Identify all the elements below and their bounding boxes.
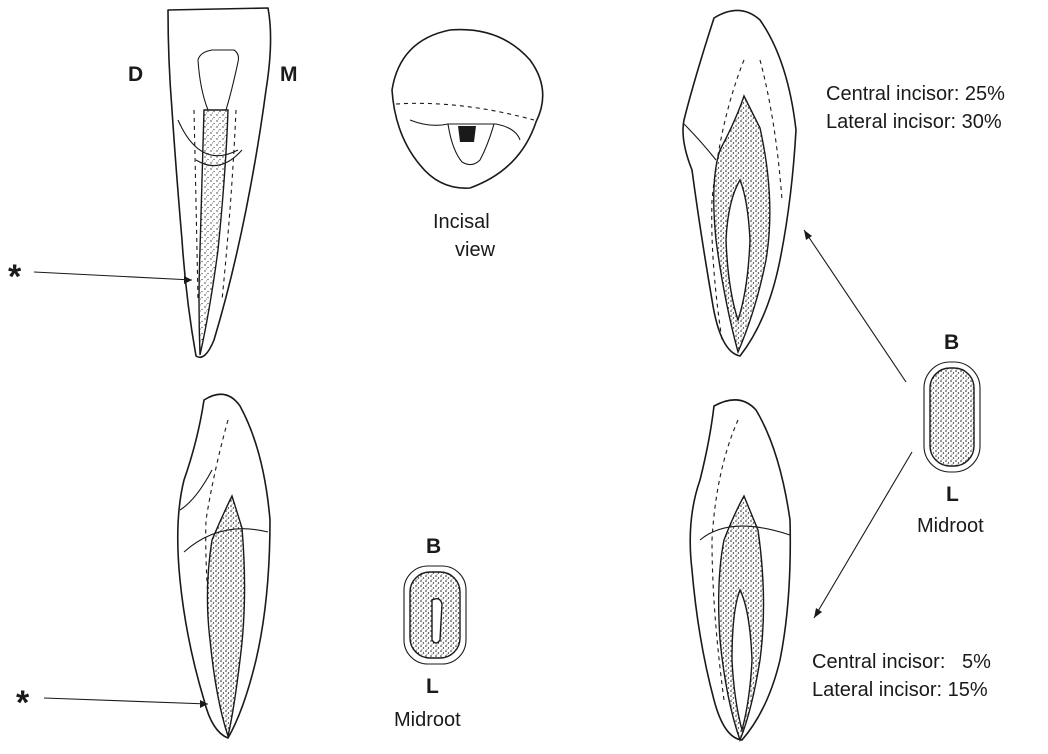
midroot-cross-section-bottom <box>404 566 466 664</box>
stat-top-central: Central incisor: 25% <box>826 84 1005 104</box>
tooth-labial-view-top-left <box>168 8 271 357</box>
tooth-proximal-view-top-right <box>683 10 796 356</box>
label-buccal-right: B <box>944 332 959 353</box>
label-mesial: M <box>280 64 298 85</box>
midroot-cross-section-right <box>924 362 980 472</box>
incisal-view-drawing <box>392 30 543 189</box>
label-midroot-right: Midroot <box>917 516 984 536</box>
stat-bottom-central: Central incisor: 5% <box>812 652 991 672</box>
pointer-arrow-bottom-left <box>44 698 208 708</box>
tooth-proximal-view-bottom-left <box>178 394 270 738</box>
arrows-from-midroot <box>804 230 912 618</box>
label-incisal-view: view <box>455 240 495 260</box>
pointer-arrow-top-left <box>34 272 192 284</box>
label-lingual-bottom: L <box>426 676 439 697</box>
asterisk-marker-bottom: * <box>16 686 29 720</box>
label-buccal-bottom: B <box>426 536 441 557</box>
label-lingual-right: L <box>946 484 959 505</box>
stat-bottom-lateral: Lateral incisor: 15% <box>812 680 988 700</box>
label-incisal: Incisal <box>433 212 490 232</box>
label-distal: D <box>128 64 143 85</box>
stat-top-lateral: Lateral incisor: 30% <box>826 112 1002 132</box>
tooth-proximal-view-bottom-right <box>690 400 790 740</box>
asterisk-marker-top: * <box>8 260 21 294</box>
label-midroot-bottom: Midroot <box>394 710 461 730</box>
